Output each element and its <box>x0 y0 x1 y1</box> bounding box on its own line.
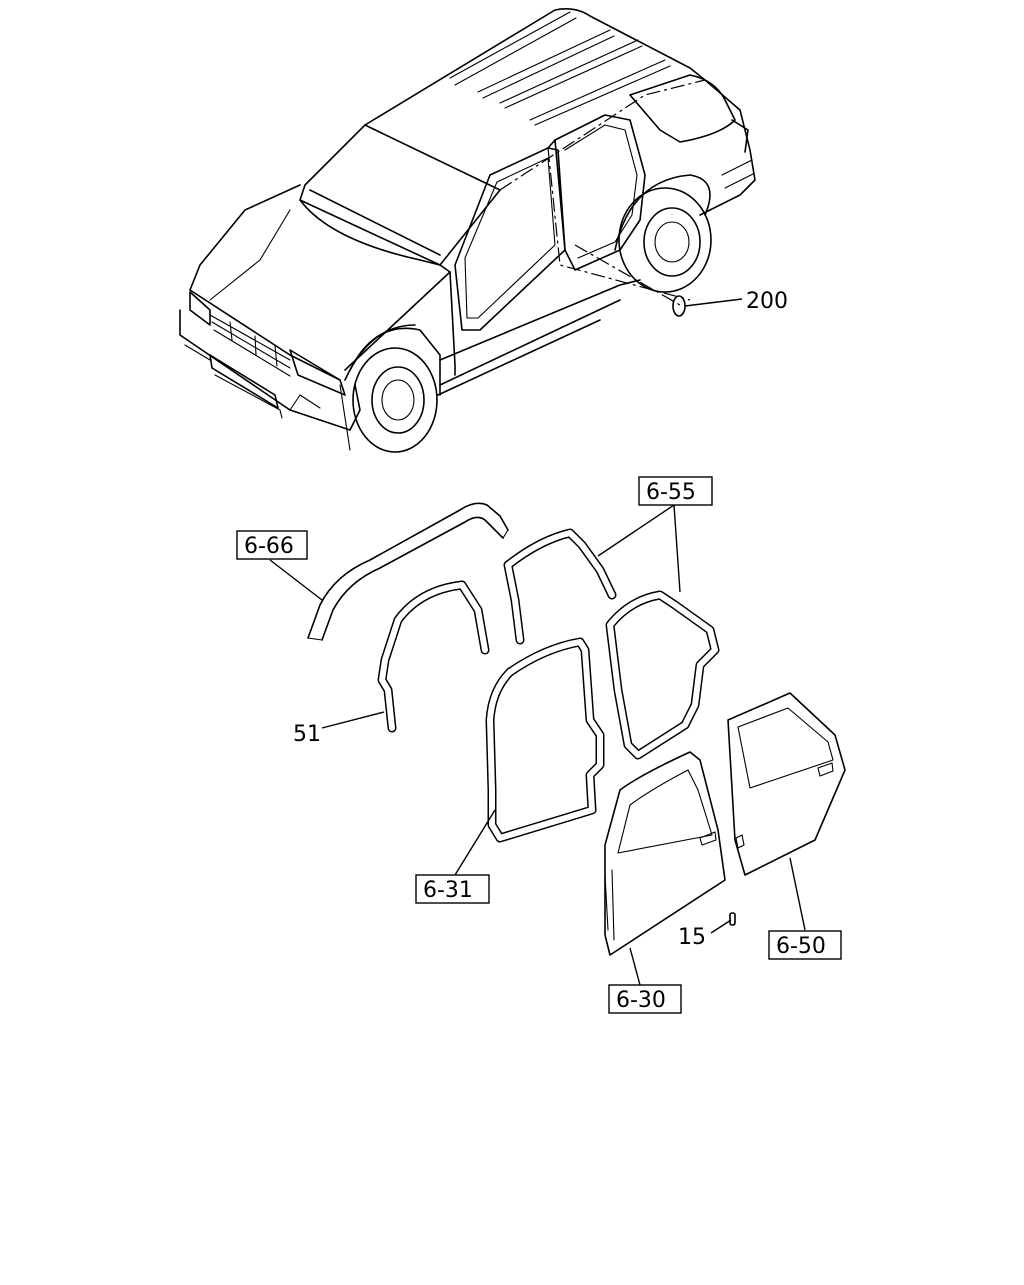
weatherstrip-part-51 <box>377 580 490 733</box>
clip-part-15 <box>729 912 736 926</box>
suv-vehicle-illustration <box>179 8 756 453</box>
callout-15: 15 <box>678 925 706 950</box>
plug-part-200 <box>672 295 686 317</box>
callout-51: 51 <box>293 722 321 747</box>
callout-6-66: 6-66 <box>244 534 294 559</box>
front-door-part <box>604 751 726 956</box>
front-door-seal-part <box>485 637 605 843</box>
callout-6-31: 6-31 <box>423 878 473 903</box>
callout-200: 200 <box>746 289 788 314</box>
rear-door-part <box>727 692 846 876</box>
roof-drip-molding-part <box>307 502 509 641</box>
callout-6-55: 6-55 <box>646 480 696 505</box>
rear-door-upper-seal-part <box>503 528 617 645</box>
callout-6-50: 6-50 <box>776 934 826 959</box>
rear-door-seal-part <box>605 590 720 760</box>
callout-6-30: 6-30 <box>616 988 666 1013</box>
